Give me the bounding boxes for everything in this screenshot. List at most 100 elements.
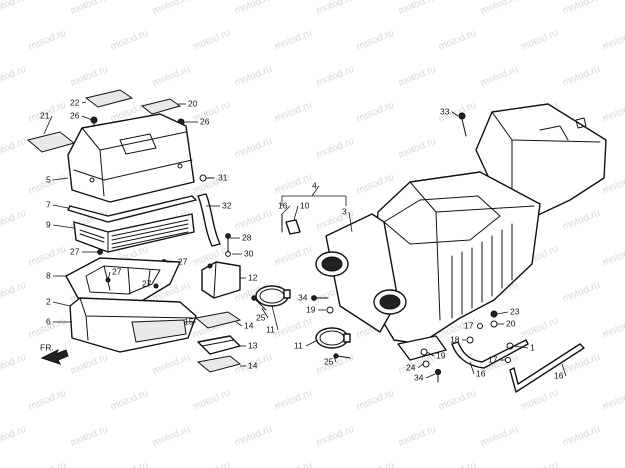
label-2-leader — [52, 301, 71, 307]
bolt-34-b — [434, 368, 442, 383]
breather-tube-32 — [197, 193, 221, 247]
label-11-a-leader — [271, 305, 279, 331]
watermark-text: motod.ru — [69, 64, 110, 89]
watermark-text: motod.ru — [315, 424, 356, 449]
label-26-left-leader — [81, 115, 93, 121]
washer-30 — [225, 251, 231, 257]
label-22-leader — [81, 101, 87, 104]
label-1: 1 — [530, 342, 535, 352]
watermark-text: motod.ru — [601, 244, 625, 269]
watermark-text: motod.ru — [0, 280, 28, 305]
watermark-text: motod.ru — [355, 172, 396, 197]
watermark-text: motod.ru — [233, 136, 274, 161]
watermark-text: motod.ru — [273, 388, 314, 413]
watermark-text: motod.ru — [355, 100, 396, 125]
label-8: 8 — [46, 270, 51, 280]
case-bottom-bracket — [397, 335, 447, 361]
watermark-text: motod.ru — [561, 208, 602, 233]
watermark-text: motod.ru — [355, 388, 396, 413]
reed-plate-14-top — [194, 311, 242, 329]
bolt-28 — [225, 233, 231, 253]
label-24: 24 — [406, 362, 416, 372]
watermark-text: motod.ru — [151, 424, 192, 449]
watermark-text: motod.ru — [397, 136, 438, 161]
watermark-text: motod.ru — [561, 424, 602, 449]
label-15: 15 — [184, 316, 194, 326]
label-7: 7 — [46, 199, 51, 209]
label-16-c-leader — [561, 363, 567, 377]
label-21-leader — [43, 115, 53, 135]
watermark-text: motod.ru — [397, 424, 438, 449]
watermark-text: motod.ru — [601, 388, 625, 413]
watermark-text: motod.ru — [273, 100, 314, 125]
watermark-text: motod.ru — [151, 352, 192, 377]
front-direction-arrow: FR. — [40, 342, 69, 365]
air-filter-element-9 — [73, 213, 195, 253]
label-5-leader — [52, 177, 69, 181]
label-16-c: 16 — [554, 370, 564, 380]
label-16-a-leader — [281, 205, 291, 215]
label-23-leader — [496, 311, 509, 315]
watermark-text: motod.ru — [519, 460, 560, 468]
watermark-text: motod.ru — [69, 352, 110, 377]
watermark-text: motod.ru — [355, 28, 396, 53]
label-16-b-leader — [469, 361, 475, 375]
label-32: 32 — [222, 200, 232, 210]
watermark-text: motod.ru — [519, 28, 560, 53]
watermark-text: motod.ru — [437, 460, 478, 468]
watermark-text: motod.ru — [27, 388, 68, 413]
watermark-text: motod.ru — [437, 28, 478, 53]
label-27-b: 27 — [178, 256, 188, 266]
screw-25-a — [251, 295, 267, 311]
label-27-d: 27 — [142, 278, 152, 288]
label-13: 13 — [248, 340, 258, 350]
watermark-text: motod.ru — [273, 244, 314, 269]
watermark-text: motod.ru — [191, 28, 232, 53]
watermark-text: motod.ru — [315, 64, 356, 89]
hose-clamp-11-b — [315, 327, 351, 349]
pad-21 — [26, 131, 76, 153]
label-19-a: 19 — [306, 304, 316, 314]
label-12: 12 — [248, 272, 258, 282]
watermark-text: motod.ru — [109, 388, 150, 413]
bolt-33 — [458, 112, 467, 137]
watermark-text: motod.ru — [0, 208, 28, 233]
label-25-a-leader — [261, 307, 269, 319]
label-20: 20 — [188, 98, 198, 108]
clip-18 — [466, 336, 474, 344]
screw-27-a — [97, 249, 103, 255]
label-17-a: 17 — [464, 320, 474, 330]
label-4-leader — [311, 185, 320, 197]
watermark-text: motod.ru — [601, 28, 625, 53]
watermark-text: motod.ru — [109, 28, 150, 53]
watermark-text: motod.ru — [0, 352, 28, 377]
watermark-text: motod.ru — [601, 100, 625, 125]
label-3-leader — [348, 211, 353, 233]
watermark-text: motod.ru — [69, 0, 110, 17]
watermark-text: motod.ru — [0, 64, 28, 89]
label-1-leader — [512, 345, 529, 349]
air-cleaner-cover-5 — [67, 113, 195, 203]
watermark-text: motod.ru — [315, 0, 356, 17]
label-27-c-leader — [107, 271, 111, 281]
watermark-text: motod.ru — [109, 460, 150, 468]
label-34-a: 34 — [298, 292, 308, 302]
label-23: 23 — [510, 306, 520, 316]
label-14-a-leader — [235, 321, 243, 327]
label-30: 30 — [244, 248, 254, 258]
reed-valve-13 — [197, 335, 241, 355]
label-17-b: 17 — [488, 354, 498, 364]
label-4: 4 — [312, 180, 317, 190]
label-25-b-leader — [333, 355, 337, 363]
watermark-text: motod.ru — [151, 0, 192, 17]
label-22: 22 — [70, 97, 80, 107]
bolt-34-a — [311, 295, 329, 301]
center-assembly — [194, 174, 351, 373]
case-inlet-upper — [315, 251, 349, 277]
watermark-text: motod.ru — [437, 388, 478, 413]
label-10-leader — [293, 205, 299, 221]
watermark-text: motod.ru — [27, 28, 68, 53]
watermark-text: motod.ru — [273, 172, 314, 197]
air-cleaner-lower-case — [69, 297, 197, 353]
